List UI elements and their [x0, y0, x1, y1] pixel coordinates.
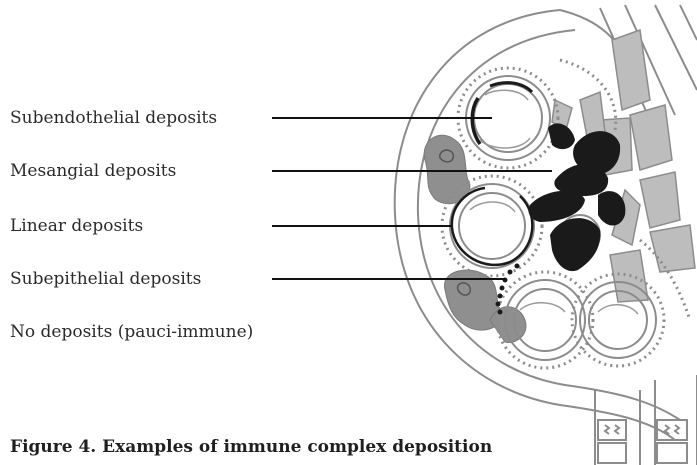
- label-subepithelial: Subepithelial deposits: [10, 269, 201, 289]
- label-pauci-immune: No deposits (pauci-immune): [10, 322, 253, 342]
- grey-cells: [424, 135, 526, 342]
- label-subendothelial: Subendothelial deposits: [10, 108, 217, 128]
- linear-deposit-arc: [452, 188, 532, 265]
- figure-caption: Figure 4. Examples of immune complex dep…: [10, 437, 492, 457]
- bottom-tubule: [595, 375, 697, 465]
- label-linear: Linear deposits: [10, 216, 143, 236]
- label-mesangial: Mesangial deposits: [10, 161, 176, 181]
- mesangial-deposits-shapes: [528, 123, 625, 271]
